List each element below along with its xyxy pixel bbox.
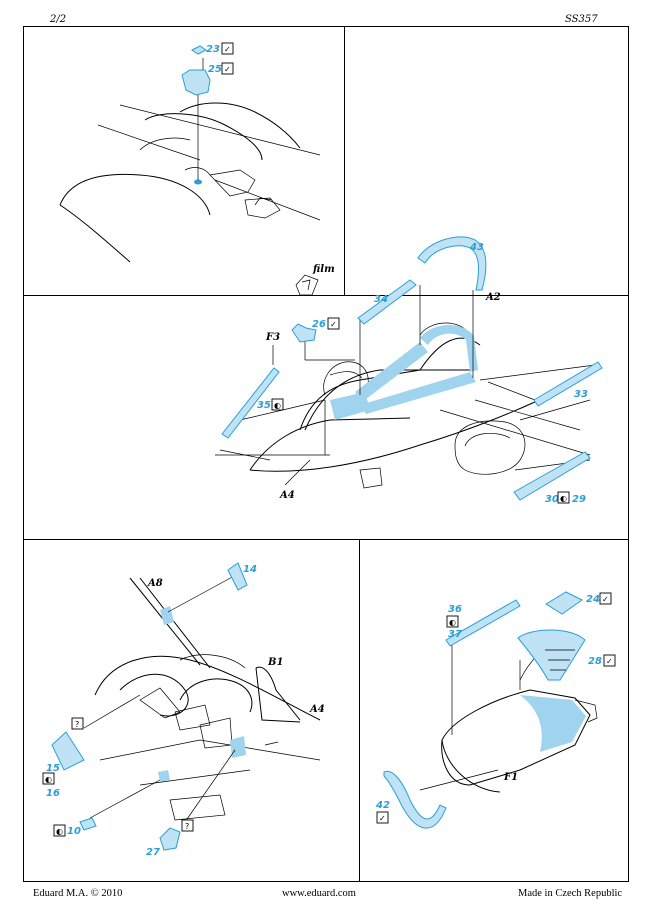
check-icon: ✓ <box>602 595 609 604</box>
sheet-code: SS357 <box>565 14 598 25</box>
part-27: ? 27 <box>146 819 194 858</box>
part-43: 43 <box>417 236 487 291</box>
check-box-23 <box>221 42 234 55</box>
half-box-35 <box>271 398 284 411</box>
footer-copyright: Eduard M.A. © 2010 <box>33 888 123 899</box>
label-a2: A2 <box>485 292 501 303</box>
half-box-36 <box>446 615 459 628</box>
check-box-24 <box>599 592 612 605</box>
label-a8: A8 <box>147 578 163 589</box>
part-25: 25 ✓ <box>181 62 234 96</box>
part-number-36: 36 <box>448 604 462 615</box>
part-number-26: 26 <box>312 319 326 330</box>
part-number-14: 14 <box>243 564 257 575</box>
check-icon: ✓ <box>224 45 231 54</box>
top-left-fuselage <box>59 58 321 263</box>
label-f3: F3 <box>265 332 280 343</box>
bottom-right-canopy <box>419 632 598 793</box>
part-23: 23 ✓ <box>191 42 234 55</box>
part-10: ◐ 10 <box>53 817 97 837</box>
check-icon: ✓ <box>330 320 337 329</box>
check-box-28 <box>603 654 616 667</box>
half-tone-icon: ◐ <box>274 401 281 410</box>
part-35: F3 35 ◐ <box>221 332 284 439</box>
bottom-left-fuselage <box>83 574 321 823</box>
label-a4-middle: A4 <box>279 490 295 501</box>
panel-top-right <box>344 26 629 296</box>
panel-top-left <box>23 26 345 296</box>
label-b1: B1 <box>267 657 283 668</box>
part-number-29: 29 <box>572 494 586 505</box>
half-box-10 <box>53 824 66 837</box>
part-29-30: 30 ◐ 29 <box>513 451 591 505</box>
question-box-15 <box>71 717 84 730</box>
footer-made-in: Made in Czech Republic <box>518 888 623 899</box>
half-box-15 <box>42 772 55 785</box>
part-15-16: ? 15 ◐ 16 <box>42 717 85 799</box>
check-box-42 <box>376 811 389 824</box>
part-number-23: 23 <box>206 44 220 55</box>
check-box-26 <box>327 317 340 330</box>
check-icon: ✓ <box>224 65 231 74</box>
part-42: 42 ✓ <box>375 770 447 829</box>
part-number-24: 24 <box>586 594 600 605</box>
page-number: 2/2 <box>50 14 67 25</box>
part-number-33: 33 <box>574 389 588 400</box>
check-icon: ✓ <box>379 814 386 823</box>
part-28: 28 ✓ <box>517 629 616 681</box>
part-26: 26 ✓ <box>291 317 340 343</box>
part-number-35: 35 <box>257 400 271 411</box>
half-tone-icon: ◐ <box>45 775 52 784</box>
footer-website: www.eduard.com <box>282 888 356 899</box>
question-icon: ? <box>185 822 189 831</box>
half-tone-icon: ◐ <box>449 618 456 627</box>
part-number-37: 37 <box>448 629 462 640</box>
half-box-30 <box>557 491 570 504</box>
check-icon: ✓ <box>606 657 613 666</box>
part-number-30: 30 <box>545 494 559 505</box>
part-number-27: 27 <box>146 847 160 858</box>
panel-bottom-right <box>359 539 629 882</box>
part-number-28: 28 <box>588 656 602 667</box>
part-number-25: 25 <box>208 64 222 75</box>
film-part: film <box>295 264 335 296</box>
middle-cockpit <box>215 285 596 489</box>
part-number-43: 43 <box>469 242 484 253</box>
part-number-16: 16 <box>46 788 60 799</box>
label-a4-bottom: A4 <box>309 704 325 715</box>
part-number-15: 15 <box>46 763 60 774</box>
part-number-10: 10 <box>67 826 81 837</box>
label-f1: F1 <box>503 772 518 783</box>
part-number-34: 34 <box>374 294 388 305</box>
film-label: film <box>312 264 335 275</box>
check-box-25 <box>221 62 234 75</box>
part-36-37: 36 ◐ 37 <box>445 599 521 647</box>
part-number-42: 42 <box>375 800 390 811</box>
question-box-27 <box>181 819 194 832</box>
half-tone-icon: ◐ <box>560 494 567 503</box>
part-34: 34 <box>357 279 417 325</box>
question-icon: ? <box>75 720 79 729</box>
half-tone-icon: ◐ <box>56 827 63 836</box>
part-14: 14 <box>227 562 257 591</box>
part-24: 24 ✓ <box>545 591 612 615</box>
part-33: 33 <box>533 361 603 407</box>
